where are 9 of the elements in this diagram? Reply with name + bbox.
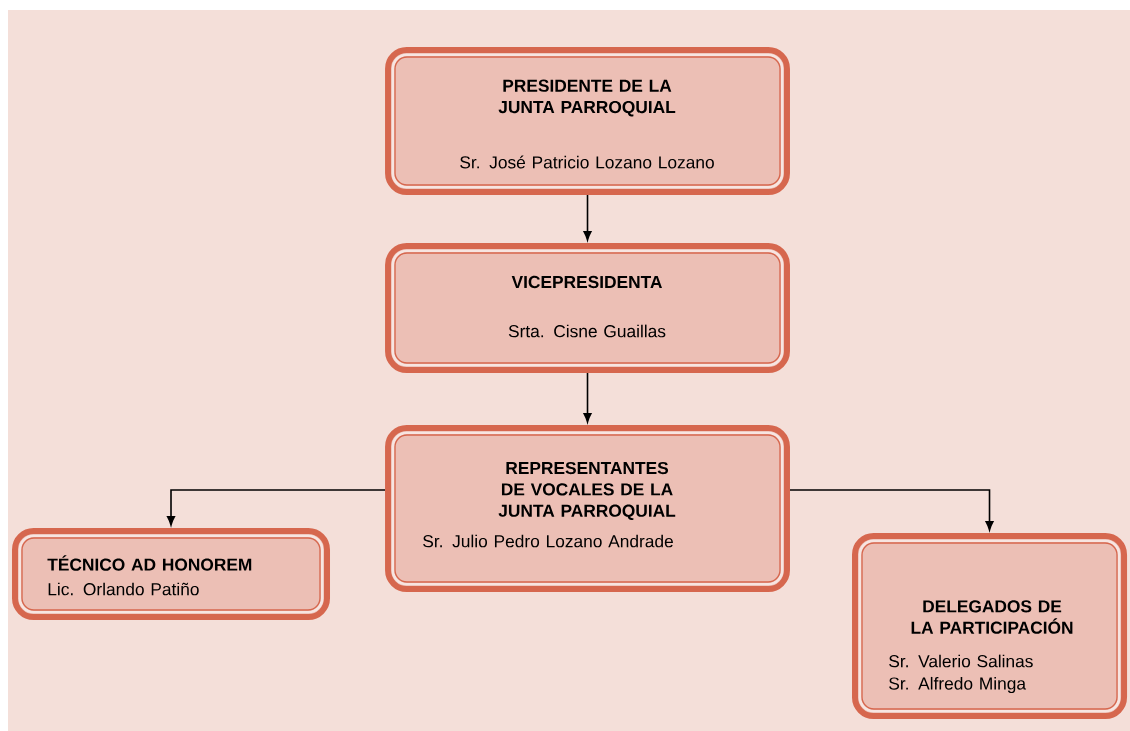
org-box: REPRESENTANTES DE VOCALES DE LA JUNTA PARROQUIAL Sr. Julio Pedro Lozano Andrade xyxy=(385,424,790,593)
arrow xyxy=(583,194,592,241)
org-box: TÉCNICO AD HONOREM Lic. Orlando Patiño xyxy=(12,528,330,620)
arrow xyxy=(583,372,592,423)
arrow xyxy=(789,489,994,531)
org-box: VICEPRESIDENTA Srta. Cisne Guaillas xyxy=(385,243,790,373)
org-box: DELEGADOS DE LA PARTICIPACIÓN Sr. Valerio Salinas Sr. Alfredo Minga xyxy=(852,533,1128,719)
org-box: PRESIDENTE DE LA JUNTA PARROQUIAL Sr. José Patricio Lozano Lozano xyxy=(385,47,790,195)
arrow xyxy=(166,489,386,526)
